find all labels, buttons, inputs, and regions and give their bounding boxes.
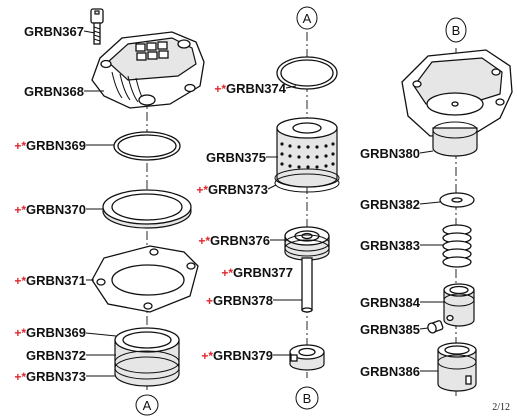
page-number: 2/12 [492,402,510,413]
label-grbn379: +*GRBN379 [201,348,273,363]
part-369-o-ring-upper[interactable] [113,131,181,161]
label-grbn377: +*GRBN377 [221,265,293,280]
svg-text:B: B [303,391,312,406]
part-378-shaft[interactable] [301,257,313,313]
label-grbn372: GRBN372 [26,348,86,363]
label-grbn373-middle: +*GRBN373 [196,182,268,197]
part-380-housing[interactable] [401,49,513,157]
part-386-nozzle[interactable] [437,342,477,392]
label-grbn378: +GRBN378 [206,293,273,308]
label-grbn370: +*GRBN370 [14,202,86,217]
label-grbn383: GRBN383 [360,238,420,253]
part-382-washer[interactable] [439,192,475,208]
ref-circle-b-bottom: B [295,386,319,410]
svg-text:A: A [303,11,312,26]
label-grbn375: GRBN375 [206,150,266,165]
part-375-cylinder[interactable] [274,117,340,193]
part-368-head-cover[interactable] [91,31,205,109]
part-384-sleeve[interactable] [443,283,475,327]
label-grbn369-lower: +*GRBN369 [14,325,86,340]
part-labels: GRBN367 GRBN368 +*GRBN369 +*GRBN370 +*GR… [14,24,420,384]
label-grbn374: +*GRBN374 [214,81,286,96]
part-379-collar[interactable] [289,344,325,371]
ref-circle-a-bottom: A [135,394,159,416]
leader-lines [83,30,444,377]
part-370-washer[interactable] [102,189,192,229]
label-grbn367: GRBN367 [24,24,84,39]
label-grbn373-left: +*GRBN373 [14,369,86,384]
ref-circle-a-top: A [296,6,318,30]
label-grbn380: GRBN380 [360,146,420,161]
svg-text:A: A [143,398,152,413]
part-374-o-ring[interactable] [276,56,338,90]
part-385-pin[interactable] [427,320,444,334]
label-grbn384: GRBN384 [360,295,421,310]
part-367-screw[interactable] [90,8,104,45]
part-376-piston[interactable] [284,226,330,261]
part-372-bushing-stack[interactable] [114,327,180,387]
label-grbn386: GRBN386 [360,364,420,379]
label-grbn371: +*GRBN371 [14,273,86,288]
ref-circle-b-top: B [445,17,467,43]
label-grbn385: GRBN385 [360,322,420,337]
part-383-spring[interactable] [442,224,472,268]
label-grbn376: +*GRBN376 [198,233,270,248]
label-grbn369-upper: +*GRBN369 [14,138,86,153]
svg-text:B: B [452,23,461,38]
part-371-gasket[interactable] [91,245,199,313]
label-grbn368: GRBN368 [24,84,84,99]
label-grbn382: GRBN382 [360,197,420,212]
